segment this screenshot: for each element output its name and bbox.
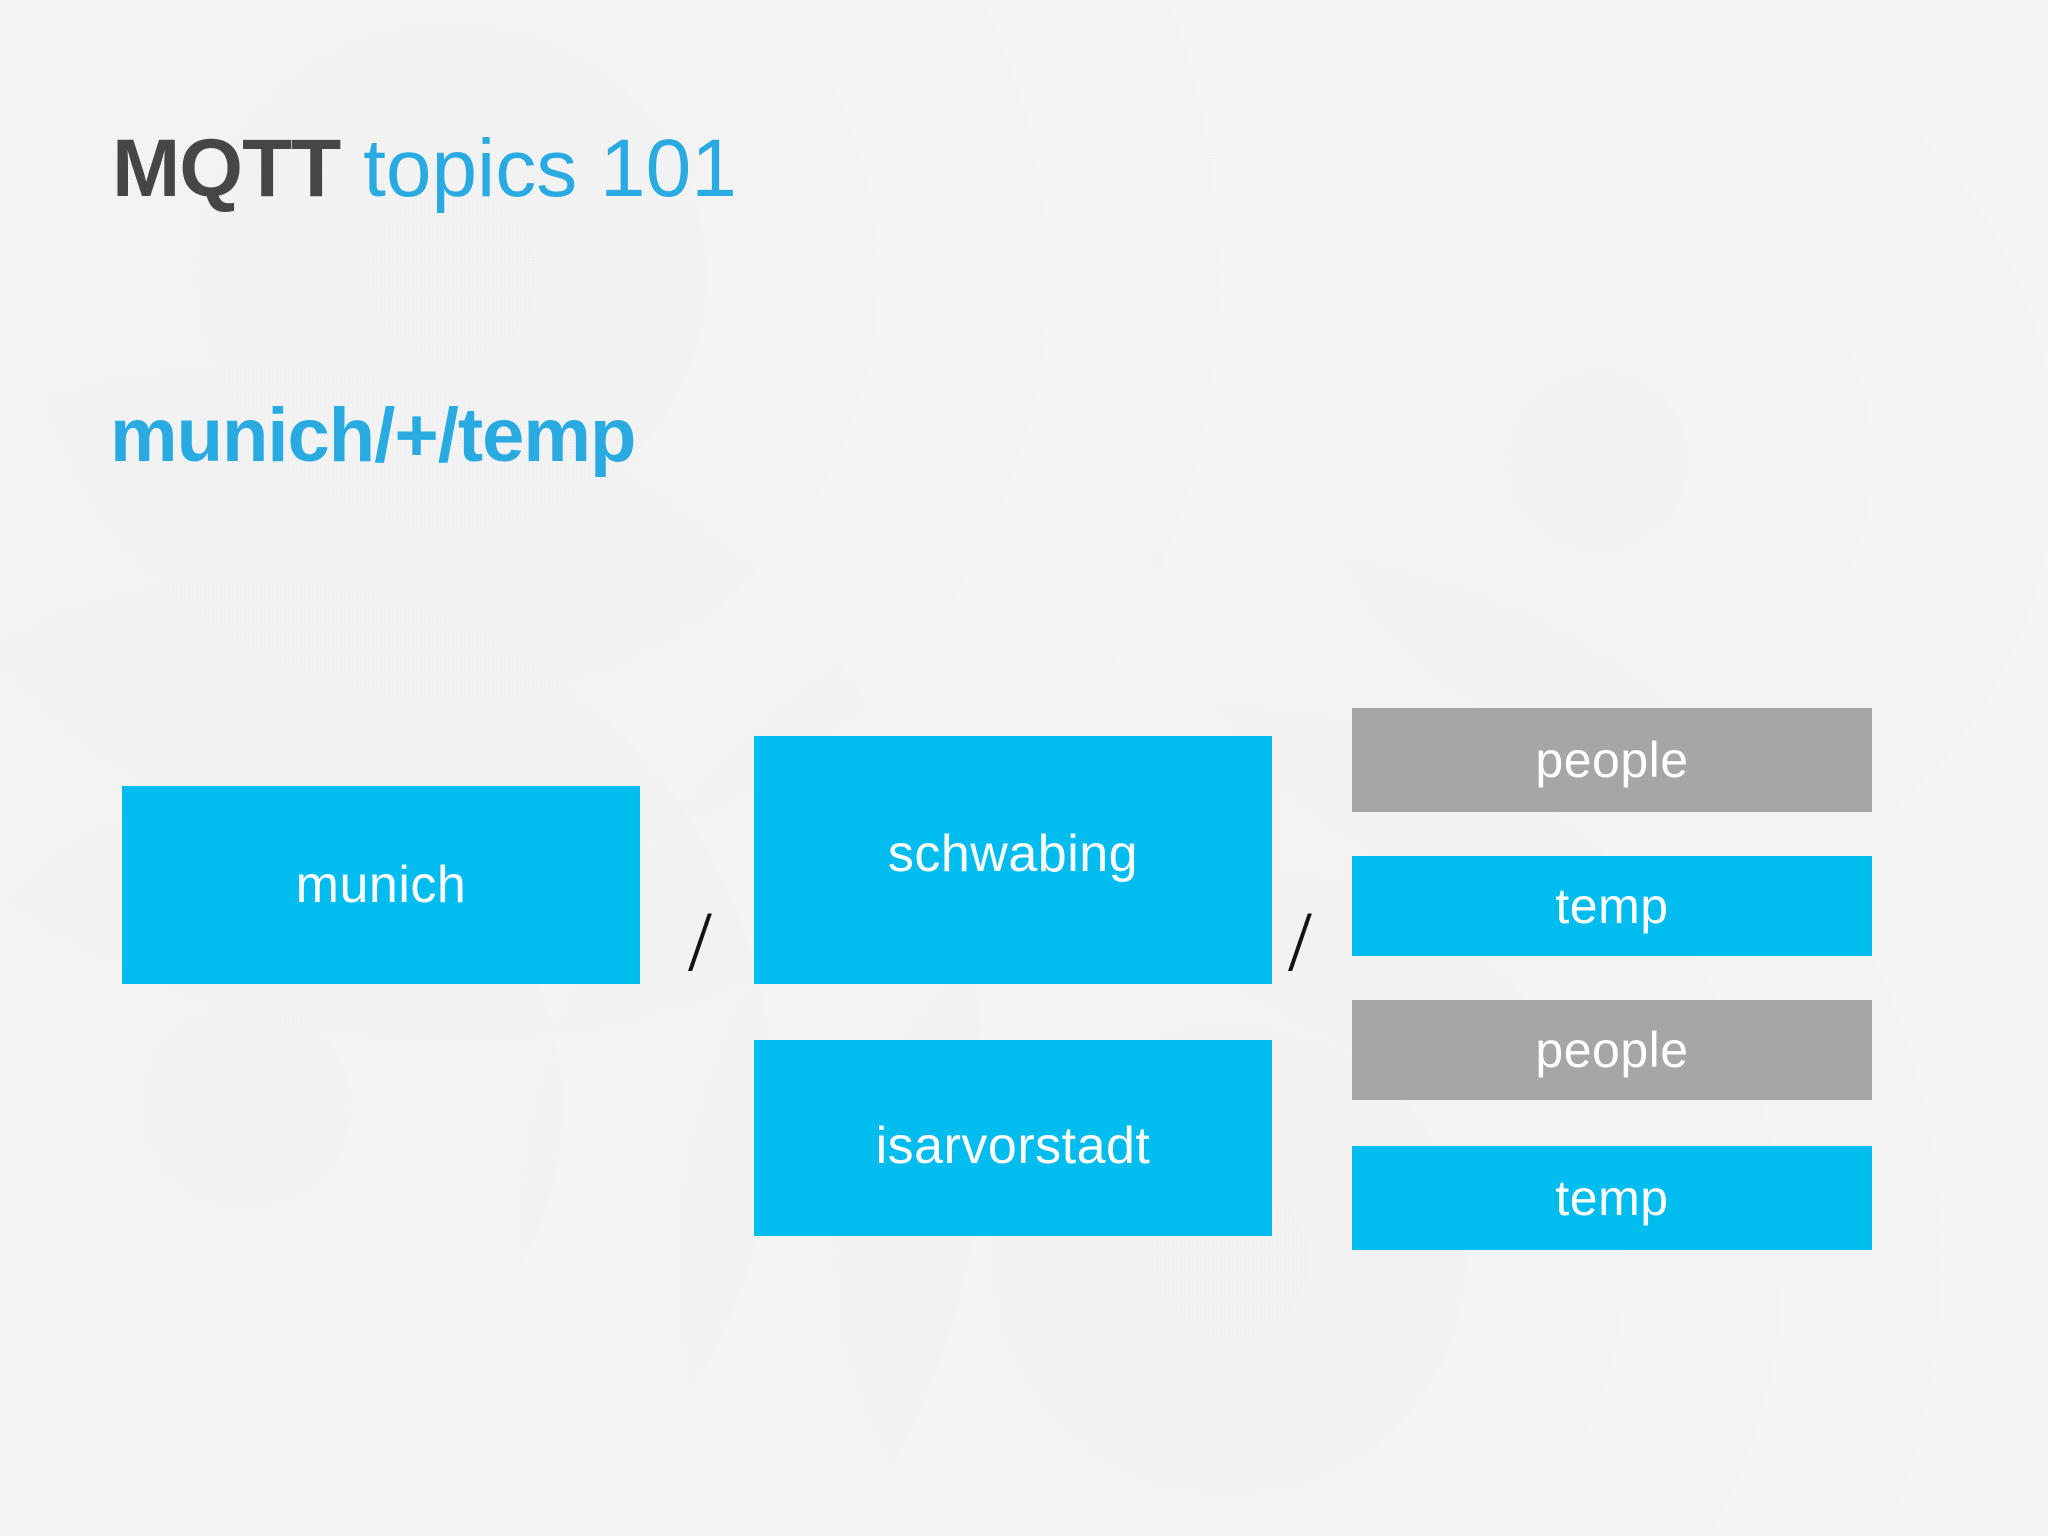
topic-separator-1: / [688,893,712,989]
topic-box-label: temp [1555,878,1669,934]
topic-box-label: people [1535,1022,1689,1078]
topic-box-temp-isarvorstadt: temp [1352,1146,1872,1250]
topic-box-temp-schwabing: temp [1352,856,1872,956]
topic-box-schwabing: schwabing [754,736,1272,984]
topic-box-isarvorstadt: isarvorstadt [754,1040,1272,1236]
topic-box-people-schwabing: people [1352,708,1872,812]
topic-box-people-isarvorstadt: people [1352,1000,1872,1100]
topic-box-label: isarvorstadt [875,1117,1151,1175]
topic-box-label: people [1535,732,1689,788]
topic-separator-2: / [1288,893,1312,989]
page-title-strong: MQTT [112,123,341,214]
page-title: MQTT topics 101 [112,128,737,210]
topic-box-label: schwabing [887,825,1139,883]
topic-box-munich: munich [122,786,640,984]
page-title-light: topics 101 [340,123,737,214]
topic-box-label: temp [1555,1170,1669,1226]
topic-filter-text: munich/+/temp [110,393,636,478]
topic-box-label: munich [295,856,467,914]
